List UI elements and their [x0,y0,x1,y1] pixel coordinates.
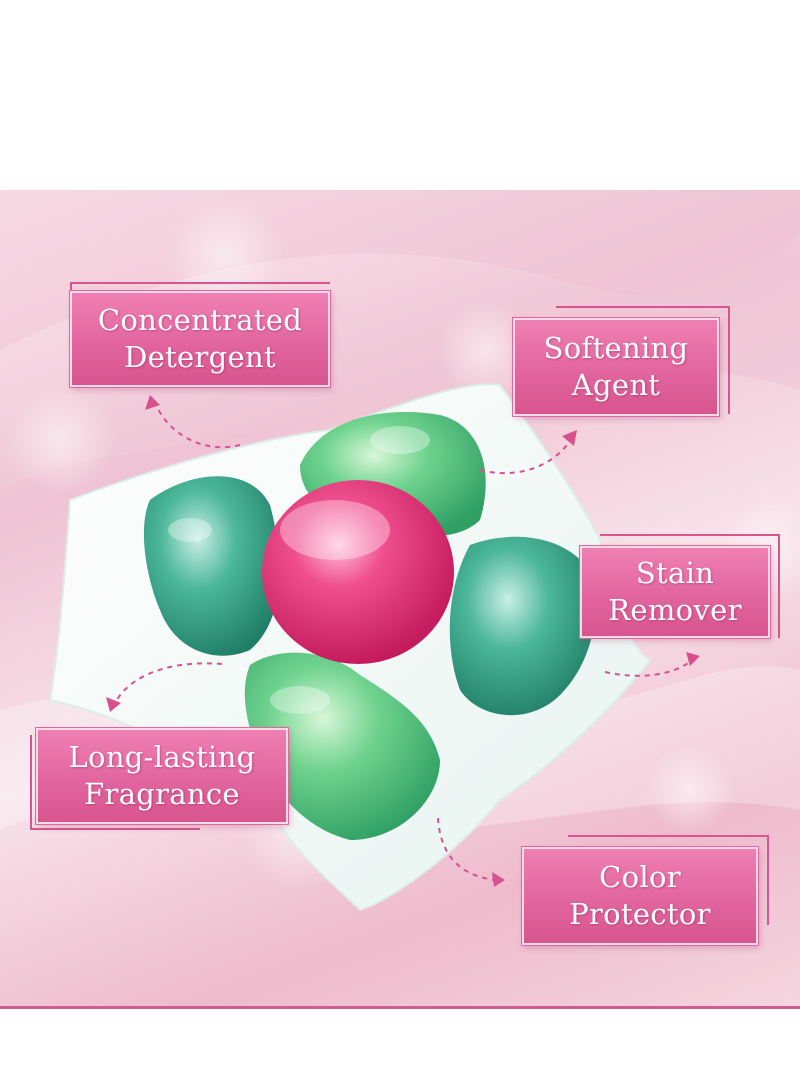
label-line: Color [599,860,681,894]
label-accent-line [600,534,780,536]
label-accent-line [728,306,730,414]
label-line: Long-lasting [68,740,256,774]
label-stain-remover: Stain Remover [580,546,770,638]
label-line: Detergent [124,340,276,374]
label-line: Remover [608,593,742,627]
teal-pod-left [143,476,280,656]
label-line: Fragrance [84,777,240,811]
green-pod-bottom [244,652,440,840]
label-accent-line [30,735,32,830]
label-line: Stain [635,556,715,590]
label-accent-line [30,828,200,830]
label-line: Concentrated [97,303,303,337]
label-line: Protector [569,897,711,931]
teal-pod-right [449,536,596,716]
label-accent-line [568,835,768,837]
label-accent-line [767,835,769,925]
label-line: Agent [571,368,661,402]
label-softening-agent: Softening Agent [513,318,719,416]
label-accent-line [556,306,730,308]
label-color-protector: Color Protector [522,847,758,945]
label-accent-line [70,282,330,284]
bottom-divider [0,1006,800,1009]
pink-pod-center [262,480,454,664]
label-long-lasting-fragrance: Long-lasting Fragrance [36,728,288,824]
label-concentrated-detergent: Concentrated Detergent [70,291,330,387]
label-accent-line [778,534,780,638]
label-line: Softening [543,331,689,365]
curved-dashed-arrow-icon [114,401,693,881]
